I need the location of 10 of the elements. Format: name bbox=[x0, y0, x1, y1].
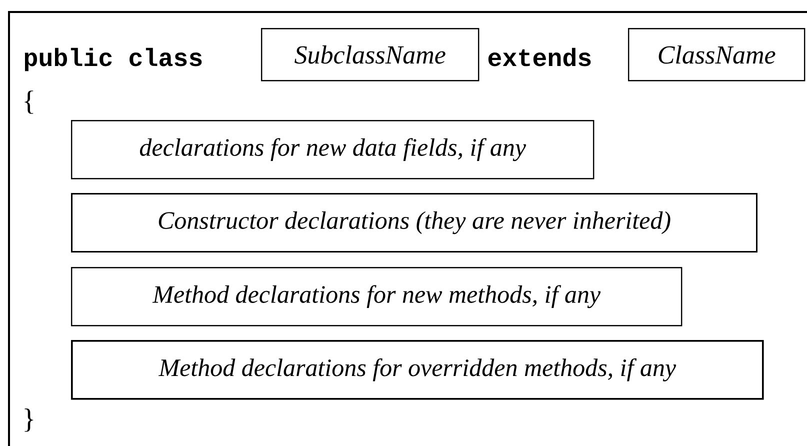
text-box: SubclassName bbox=[261, 28, 480, 82]
text-box: Method declarations for new methods, if any bbox=[71, 267, 682, 326]
keyword-text: public class bbox=[24, 48, 202, 72]
brace: { bbox=[24, 90, 34, 114]
brace: } bbox=[24, 408, 34, 432]
text-box: ClassName bbox=[628, 28, 806, 82]
text-box: declarations for new data fields, if any bbox=[71, 120, 594, 180]
text-box: Method declarations for overridden methods, if any bbox=[71, 340, 764, 400]
text-box: Constructor declarations (they are never inherited) bbox=[71, 193, 758, 252]
keyword-text: extends bbox=[488, 48, 591, 66]
